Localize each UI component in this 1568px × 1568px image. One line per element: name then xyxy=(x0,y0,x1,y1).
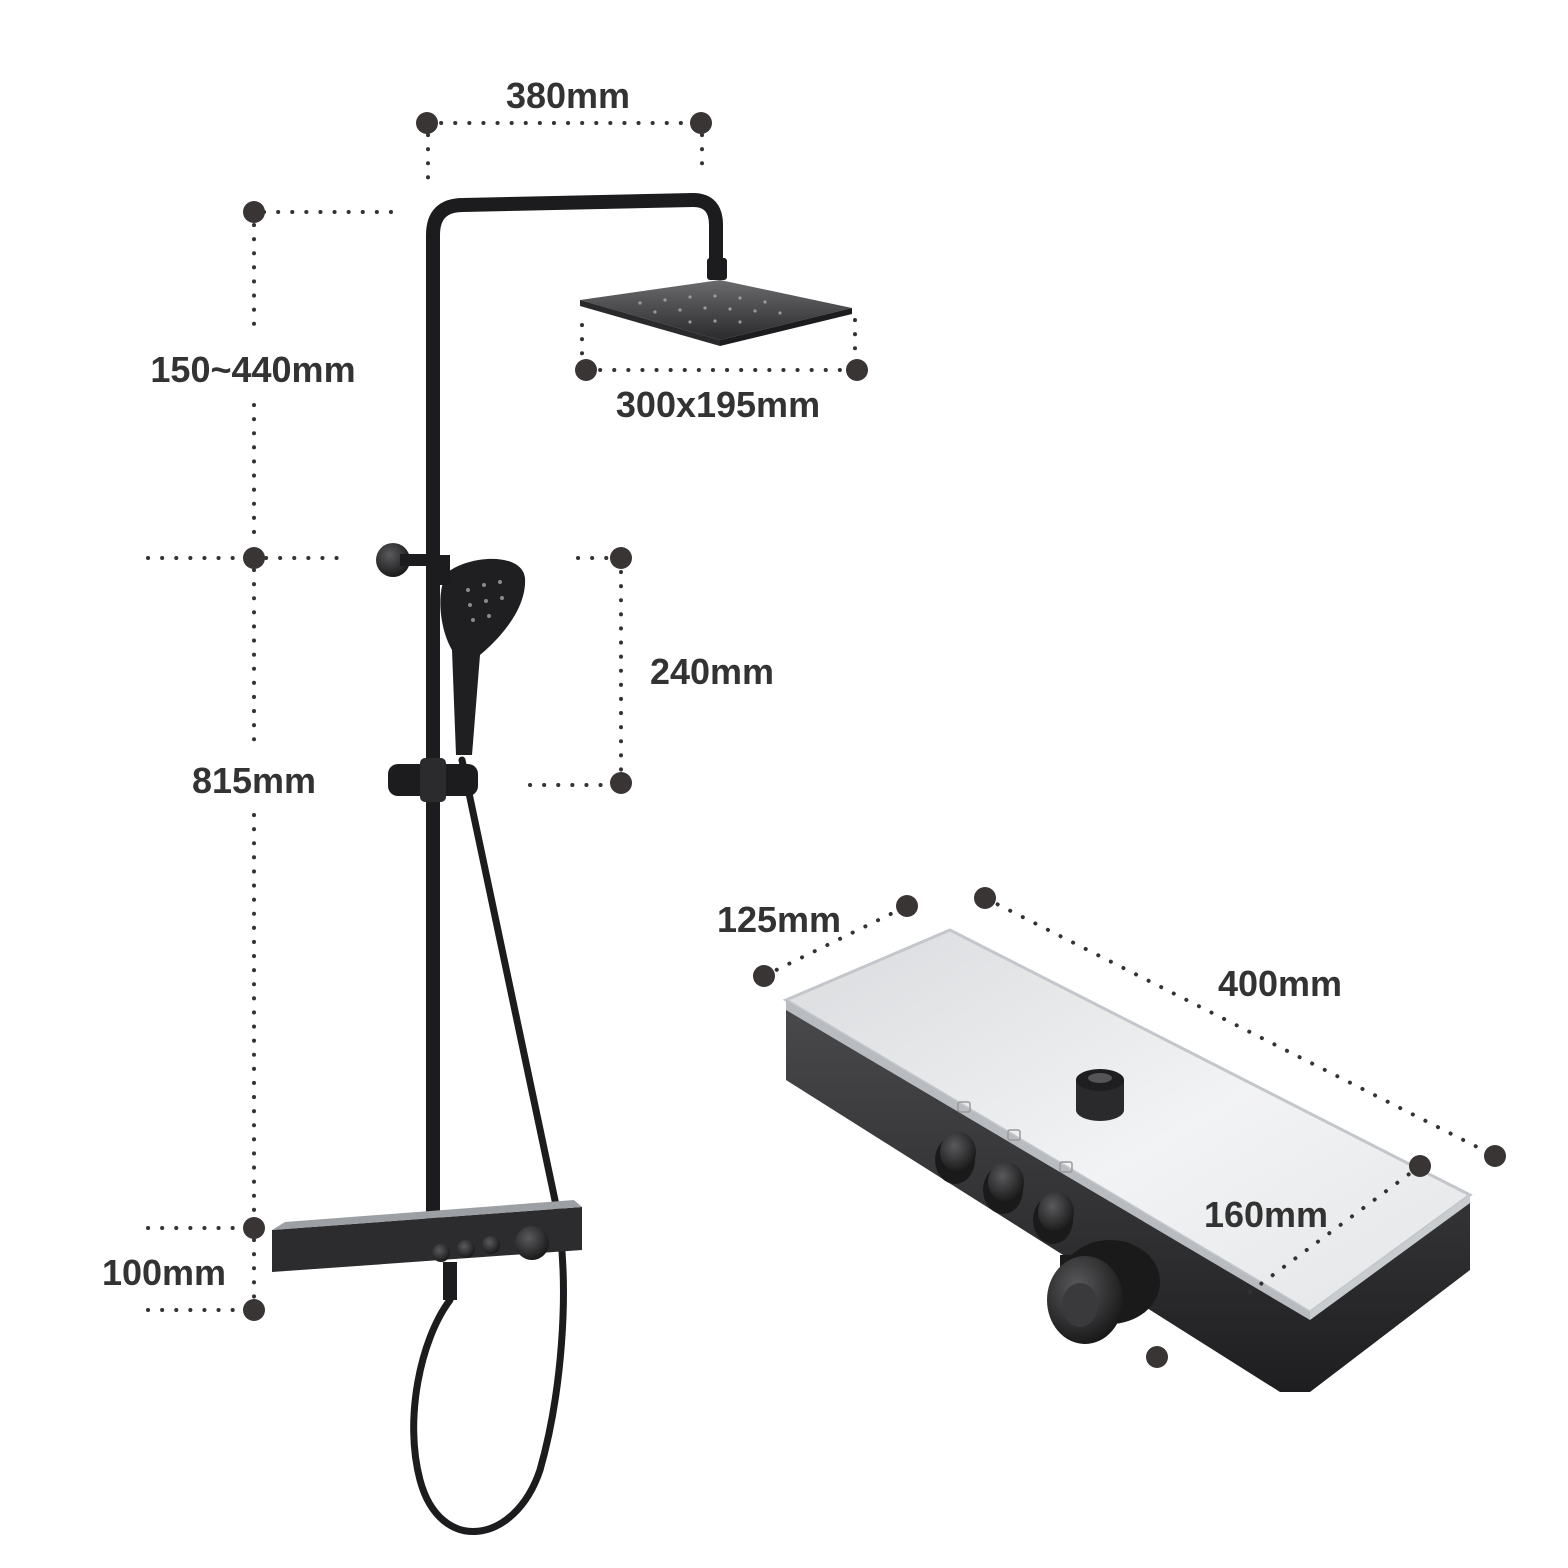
label-shelf-depth: 125mm xyxy=(717,899,841,940)
rain-shower-head xyxy=(580,280,852,346)
label-handset-length: 240mm xyxy=(650,651,774,692)
riser-pipe xyxy=(426,193,723,1242)
push-button-1[interactable] xyxy=(935,1132,976,1184)
shelf-detail xyxy=(782,928,1473,1392)
temperature-knob[interactable] xyxy=(1047,1240,1160,1344)
slide-holder xyxy=(388,758,478,802)
label-arm-width: 380mm xyxy=(506,75,630,116)
label-shelf-top-width: 160mm xyxy=(1204,1194,1328,1235)
label-shelf-height: 100mm xyxy=(102,1252,226,1293)
head-connector xyxy=(707,258,727,280)
label-column-height: 815mm xyxy=(192,760,316,801)
column-shelf xyxy=(272,1200,582,1300)
push-button-2[interactable] xyxy=(983,1162,1024,1214)
label-shelf-length: 400mm xyxy=(1218,963,1342,1004)
dimension-labels: 380mm 150~440mm 300x195mm 240mm 815mm 10… xyxy=(102,75,1342,1293)
shower-column xyxy=(272,193,852,1535)
push-button-3[interactable] xyxy=(1033,1192,1074,1244)
label-head-size: 300x195mm xyxy=(616,384,820,425)
dimension-lines xyxy=(146,112,1506,1368)
mode-icon-1 xyxy=(957,1101,971,1113)
hand-shower xyxy=(440,555,526,755)
mode-icon-3 xyxy=(1059,1161,1073,1173)
shower-hose xyxy=(410,756,567,1535)
label-arm-height: 150~440mm xyxy=(150,349,355,390)
outlet-fitting xyxy=(1076,1069,1124,1121)
wall-bracket xyxy=(376,543,430,577)
mode-icon-2 xyxy=(1007,1129,1021,1141)
